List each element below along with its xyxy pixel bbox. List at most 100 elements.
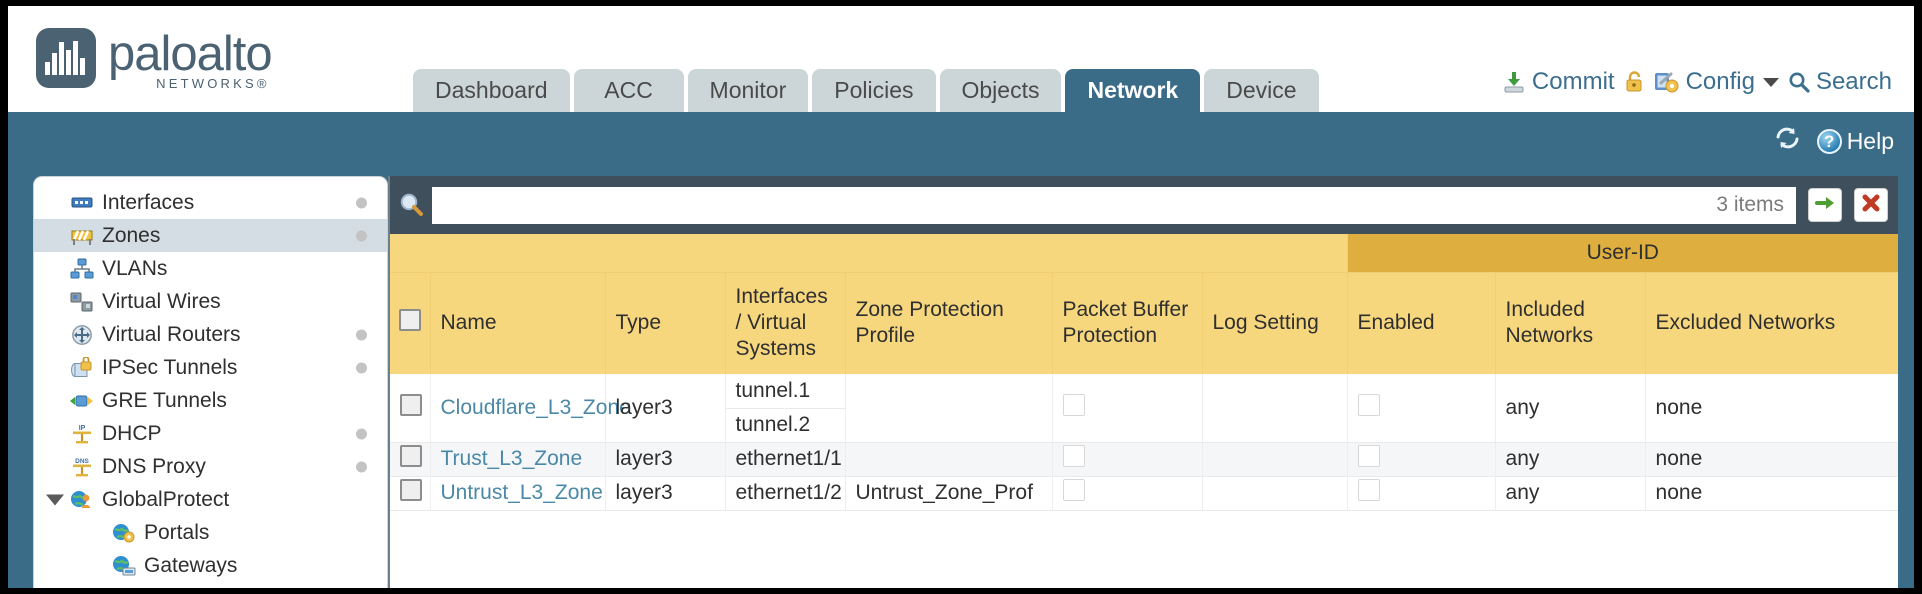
cell-interface: ethernet1/2 [725,476,846,511]
col-header-included-networks[interactable]: Included Networks [1495,271,1646,374]
sidebar-item-virtual-routers[interactable]: Virtual Routers [34,318,387,351]
tab-acc[interactable]: ACC [573,69,684,112]
col-header-interfaces[interactable]: Interfaces / Virtual Systems [725,271,846,374]
cell-name: Cloudflare_L3_Zone [430,374,631,443]
zone-link[interactable]: Untrust_L3_Zone [440,481,603,504]
tab-dashboard[interactable]: Dashboard [413,69,570,112]
packet-buffer-protection-checkbox[interactable] [1062,393,1085,416]
commit-button[interactable]: Commit [1502,68,1615,96]
zone-link[interactable]: Trust_L3_Zone [440,447,583,470]
sidebar-item-gre-tunnels[interactable]: GRE Tunnels [34,384,387,417]
cell-packet-buffer-protection [1052,442,1203,477]
sidebar-item-label: Portals [144,520,210,544]
sidebar-item-label: DNS Proxy [102,454,206,478]
col-header-excluded-networks[interactable]: Excluded Networks [1645,271,1898,374]
cell-excluded-networks: none [1645,374,1898,443]
virtual-wires-icon [70,291,94,313]
commit-label: Commit [1531,68,1615,95]
sidebar-item-ipsec-tunnels[interactable]: IPSec Tunnels [34,351,387,384]
table-row[interactable]: Untrust_L3_Zone layer3 ethernet1/2 Untru… [390,476,1898,511]
cell-excluded-networks: none [1645,442,1898,477]
cell-name: Untrust_L3_Zone [430,476,606,511]
sidebar-item-interfaces[interactable]: Interfaces [34,186,387,219]
svg-text:DNS: DNS [75,458,89,465]
search-button[interactable]: Search [1788,68,1892,96]
sidebar-expand-dot[interactable] [356,362,367,373]
sidebar-item-vlans[interactable]: VLANs [34,252,387,285]
sidebar-item-label: GlobalProtect [102,487,230,511]
col-header-type[interactable]: Type [605,271,726,374]
sidebar-item-zones[interactable]: Zones [34,219,387,252]
main-tabs: Dashboard ACC Monitor Policies Objects N… [413,69,1323,112]
cell-log-setting [1202,476,1348,511]
cell-packet-buffer-protection [1052,374,1203,443]
sidebar-item-virtual-wires[interactable]: Virtual Wires [34,285,387,318]
config-menu[interactable]: Config [1654,68,1779,96]
sidebar-item-label: Zones [102,223,161,247]
cell-included-networks: any [1495,442,1646,477]
cell-packet-buffer-protection [1052,476,1203,511]
sidebar-item-dns-proxy[interactable]: DNS DNS Proxy [34,450,387,483]
filter-search-icon[interactable] [398,191,426,219]
cell-userid-enabled [1347,374,1496,443]
sidebar-item-dhcp[interactable]: IP DHCP [34,417,387,450]
lock-icon[interactable] [1624,70,1645,94]
row-select-cell [390,476,431,511]
table-row-continued[interactable]: tunnel.2 [390,408,1898,443]
tab-objects[interactable]: Objects [939,69,1062,112]
sidebar-item-globalprotect[interactable]: GlobalProtect [34,483,387,516]
userid-enabled-checkbox[interactable] [1357,479,1380,501]
search-icon [1788,71,1810,93]
select-all-checkbox[interactable] [398,308,421,331]
row-checkbox[interactable] [400,479,422,501]
dns-proxy-icon: DNS [70,456,94,478]
apply-filter-button[interactable] [1808,188,1842,222]
packet-buffer-protection-checkbox[interactable] [1062,445,1085,467]
table-row[interactable]: Trust_L3_Zone layer3 ethernet1/1 any [390,442,1898,477]
sidebar-expand-dot[interactable] [356,428,367,439]
sidebar-expand-dot[interactable] [356,197,367,208]
cell-interface: tunnel.1 [725,374,846,409]
search-input[interactable] [432,186,1713,224]
gre-tunnels-icon [70,390,94,412]
item-count: 3 items [1712,186,1796,224]
zones-icon [70,225,94,247]
tab-network[interactable]: Network [1065,69,1201,112]
userid-enabled-checkbox[interactable] [1357,445,1380,467]
row-checkbox[interactable] [400,445,422,467]
help-button[interactable]: ? Help [1816,128,1894,155]
sidebar-expand-dot[interactable] [356,461,367,472]
sidebar-item-portals[interactable]: Portals [34,516,387,549]
col-header-name[interactable]: Name [430,271,606,374]
col-header-userid-enabled[interactable]: Enabled [1347,271,1496,374]
row-checkbox[interactable] [400,393,422,416]
tab-policies[interactable]: Policies [812,69,936,112]
packet-buffer-protection-checkbox[interactable] [1062,479,1085,501]
network-sidebar: Interfaces Zones [33,176,388,588]
cell-zone-protection-profile [845,374,1053,443]
refresh-icon[interactable] [1774,126,1801,156]
sidebar-expand-dot[interactable] [356,329,367,340]
select-all-header [390,271,431,374]
col-header-packet-buffer-protection[interactable]: Packet Buffer Protection [1052,271,1203,374]
zones-table-wrap: User-ID Name Type Interfaces / Virtual S… [390,234,1898,588]
clear-filter-button[interactable] [1854,188,1888,222]
col-header-zone-protection-profile[interactable]: Zone Protection Profile [845,271,1053,374]
userid-enabled-checkbox[interactable] [1357,393,1380,416]
col-header-log-setting[interactable]: Log Setting [1202,271,1348,374]
zone-link[interactable]: Cloudflare_L3_Zone [440,395,631,419]
sidebar-expand-dot[interactable] [356,230,367,241]
group-header-userid: User-ID [1347,234,1898,272]
sidebar-item-label: DHCP [102,421,162,445]
ipsec-tunnels-icon [70,355,94,379]
tab-device[interactable]: Device [1204,69,1319,112]
paloalto-logo: paloalto NETWORKS® [36,28,273,91]
sub-toolbar-actions: ? Help [1774,126,1894,156]
cell-type: layer3 [605,442,726,477]
tab-monitor[interactable]: Monitor [687,69,809,112]
table-row[interactable]: Cloudflare_L3_Zone layer3 tunnel.1 any [390,374,1898,443]
sidebar-item-label: Interfaces [102,190,195,214]
chevron-down-icon[interactable] [46,494,64,505]
header-actions: Commit [1502,68,1892,96]
sidebar-item-gateways[interactable]: Gateways [34,549,387,582]
